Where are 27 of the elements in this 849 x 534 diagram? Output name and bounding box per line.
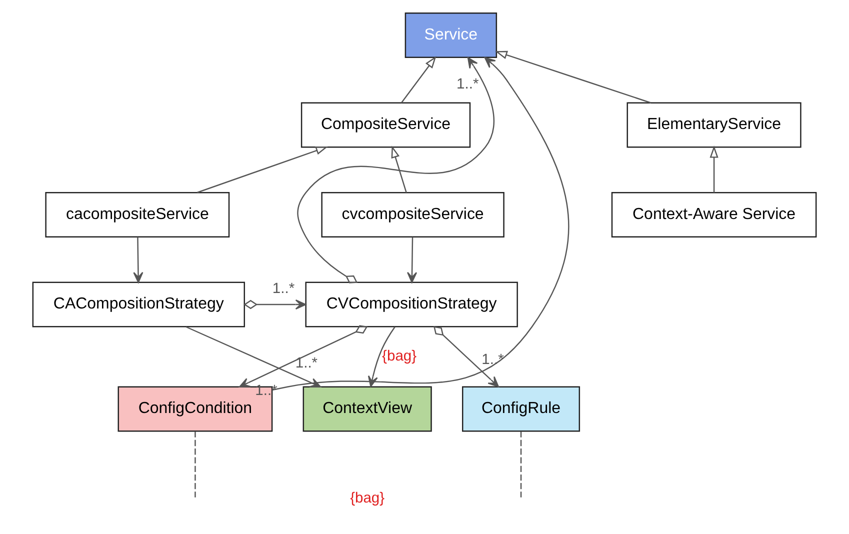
node-box: Context-Aware Service: [611, 192, 817, 238]
node-box: ContextView: [302, 386, 432, 432]
edge-label: 1..*: [272, 280, 295, 297]
edge-label: 1..*: [456, 76, 479, 93]
label: {bag}: [350, 490, 385, 507]
node-box: cvcompositeService: [321, 192, 504, 238]
node-box: cacompositeService: [45, 192, 230, 238]
connector: [194, 431, 196, 498]
arrow: [495, 50, 652, 104]
edge-label: {bag}: [382, 348, 417, 365]
arrow: [272, 57, 570, 391]
arrow: [406, 237, 418, 283]
arrow: [400, 56, 436, 104]
node-box: ElementaryService: [626, 102, 802, 148]
arrow: [244, 299, 306, 310]
arrow: [710, 146, 718, 193]
node-box: Service: [404, 12, 498, 58]
connector: [520, 431, 522, 498]
arrow: [297, 57, 494, 284]
node-box: CVCompositionStrategy: [305, 282, 518, 328]
arrow: [197, 146, 328, 194]
arrow: [391, 146, 407, 193]
node-box: ConfigRule: [462, 386, 580, 432]
arrow: [433, 326, 499, 388]
node-box: CompositeService: [300, 102, 471, 148]
node-box: CACompositionStrategy: [32, 282, 245, 328]
arrow: [133, 237, 144, 283]
